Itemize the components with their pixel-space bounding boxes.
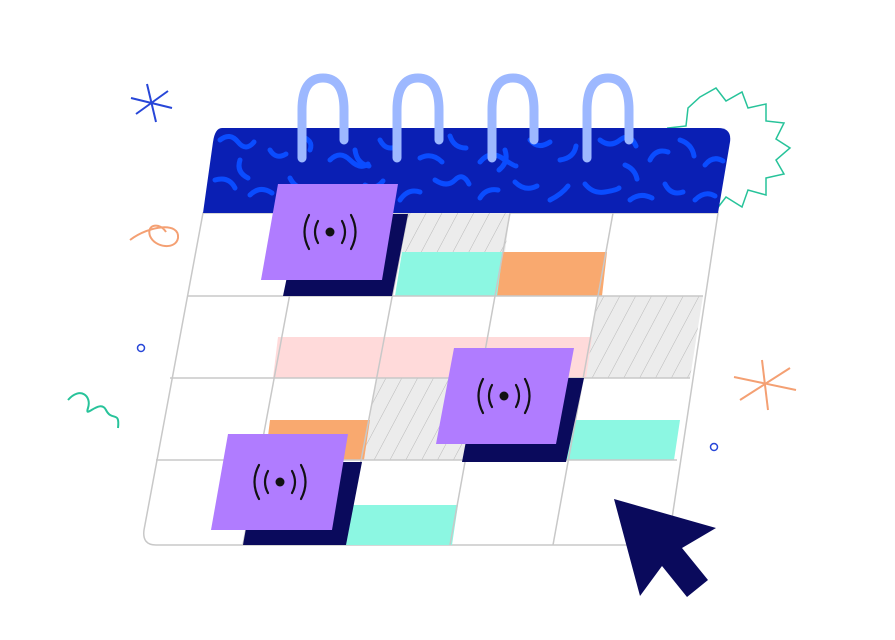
cell-mint [395,252,505,296]
squiggle-doodle-green [67,392,120,429]
binder-ring [297,73,349,163]
dot-doodle-blue [136,343,146,353]
event-card-live [211,434,362,545]
sparkle-doodle-blue [130,83,173,123]
live-broadcast-icon [477,377,531,415]
live-broadcast-icon [303,213,357,251]
binder-ring [582,73,634,163]
live-broadcast-icon [253,463,307,501]
binder-ring [487,73,539,163]
event-card-live [261,184,408,296]
cell-hatched [584,296,703,378]
cell-mint [344,505,458,545]
sparkle-doodle-orange [733,359,797,411]
binder-ring [392,73,444,163]
cell-hatched [402,213,510,252]
cell-mint [566,420,680,460]
event-card-live [436,348,584,462]
binder-rings [297,73,634,163]
swirl-doodle-orange [129,224,180,247]
cell-orange [497,252,607,296]
dot-doodle-blue [709,442,719,452]
cursor-arrow-icon [614,499,716,597]
